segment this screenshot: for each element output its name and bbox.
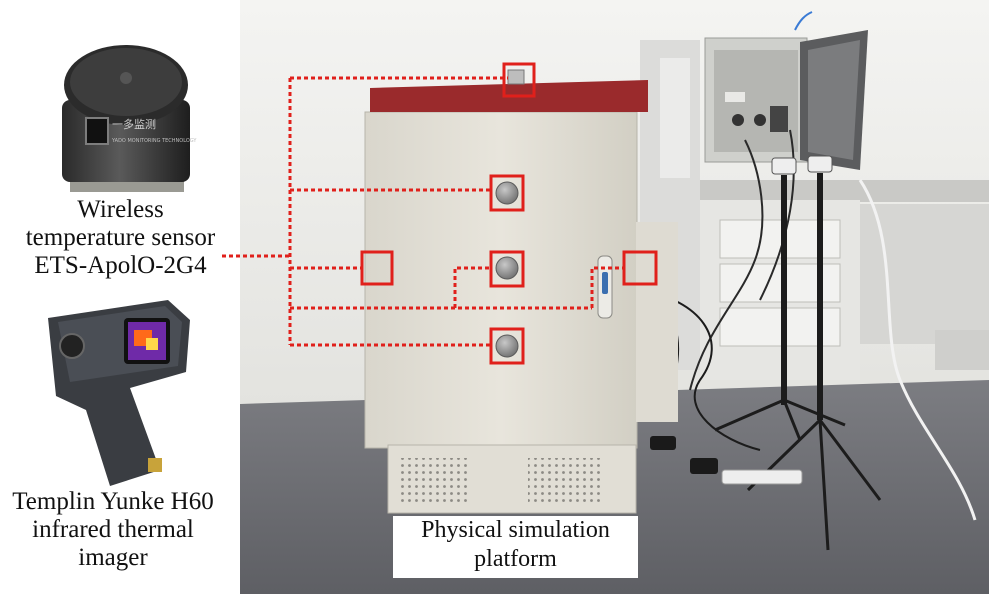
tripod-stands [639,155,977,551]
platform-caption: Physical simulation platform [393,516,638,578]
caption-line: Wireless [77,196,164,223]
caption-line: infrared thermal [32,516,194,543]
caption-line: Physical simulation [421,517,610,543]
caption-line: platform [474,546,557,572]
wireless-sensor-caption: Wireless temperature sensor ETS-ApolO-2G… [8,196,233,280]
caption-line: imager [78,544,148,571]
simulation-cabinet [364,69,678,514]
thermal-imager-caption: Templin Yunke H60 infrared thermal image… [0,488,226,572]
sensor-brand-en: YADO MONITORING TECHNOLOGY [111,138,197,144]
caption-line: ETS-ApolO-2G4 [34,252,207,279]
wireless-sensor-image: 一多监测 YADO MONITORING TECHNOLOGY [62,45,197,192]
caption-line: temperature sensor [25,224,216,251]
sensor-position-markers [360,62,658,365]
sensor-brand-cn: 一多监测 [112,117,156,131]
sensor-connection-lines [222,76,624,347]
caption-line: Templin Yunke H60 [12,488,214,515]
control-box [689,11,868,391]
thermal-imager-image [48,300,190,486]
power-adapters [650,436,803,485]
